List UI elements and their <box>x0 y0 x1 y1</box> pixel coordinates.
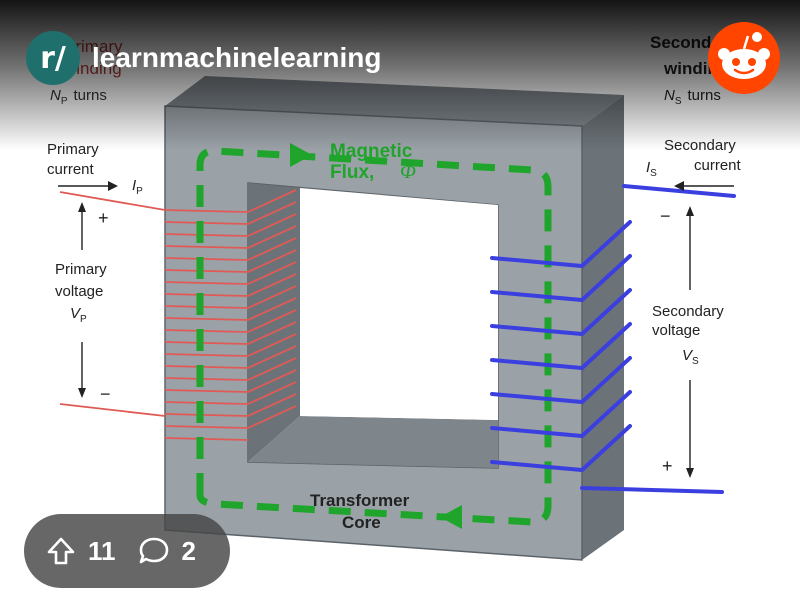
secondary-voltage-arrowhead-up <box>686 206 694 216</box>
core-window-opening <box>300 188 498 420</box>
primary-voltage-minus: − <box>100 384 111 404</box>
primary-current-symbol: IP <box>132 177 143 197</box>
primary-voltage-line2: voltage <box>55 283 103 300</box>
upvote-button[interactable]: 11 <box>46 536 116 567</box>
flux-symbol: Φ <box>400 159 416 183</box>
secondary-voltage-plus: + <box>662 456 673 476</box>
secondary-voltage-arrowhead-down <box>686 468 694 478</box>
primary-current-var: I <box>132 177 136 194</box>
secondary-voltage-line2: voltage <box>652 322 700 339</box>
secondary-current-line1: Secondary <box>664 137 736 154</box>
secondary-current-symbol: IS <box>646 159 657 179</box>
secondary-voltage-symbol: VS <box>682 347 699 367</box>
comment-icon <box>139 537 168 564</box>
secondary-coil <box>490 184 736 494</box>
magnetic-flux-loop <box>196 147 552 526</box>
community-name[interactable]: learnmachinelearning <box>92 42 382 73</box>
comments-button[interactable]: 2 <box>138 536 196 567</box>
primary-turns-var: N <box>50 87 61 104</box>
primary-voltage-var: V <box>70 305 82 322</box>
comment-count: 2 <box>181 535 196 566</box>
primary-current-arrow <box>58 181 118 191</box>
upvote-count: 11 <box>88 535 116 566</box>
flux-arrow-bottom <box>440 505 462 529</box>
community-avatar[interactable]: r/ <box>26 31 80 85</box>
primary-coil <box>59 189 297 441</box>
primary-voltage-arrowhead-down <box>78 388 86 398</box>
primary-voltage-sub: P <box>80 314 87 325</box>
reddit-logo-icon[interactable] <box>708 22 780 94</box>
secondary-voltage-minus: − <box>660 206 671 226</box>
upvote-icon <box>47 537 75 565</box>
primary-current-line2: current <box>47 161 95 178</box>
primary-voltage-arrowhead-up <box>78 202 86 212</box>
flux-label-line2: Flux, <box>330 162 374 183</box>
core-label-line2: Core <box>342 513 381 532</box>
secondary-voltage-var: V <box>682 347 694 364</box>
post-actions: 11 2 <box>24 514 230 588</box>
primary-turns-sub: P <box>61 96 68 107</box>
primary-voltage-plus: + <box>98 208 109 228</box>
secondary-current-var: I <box>646 159 650 176</box>
core-label-line1: Transformer <box>310 491 410 510</box>
secondary-current-sub: S <box>650 168 657 179</box>
secondary-turns-var: N <box>664 87 675 104</box>
primary-current-line1: Primary <box>47 141 99 158</box>
community-header[interactable]: r/ learnmachinelearning <box>26 30 381 86</box>
primary-turns-label: turns <box>74 87 107 104</box>
primary-current-sub: P <box>136 186 143 197</box>
secondary-current-arrow <box>674 181 734 191</box>
primary-voltage-symbol: VP <box>70 305 87 325</box>
secondary-current-line2: current <box>694 157 742 174</box>
core-window-bottom <box>248 416 498 468</box>
primary-voltage-line1: Primary <box>55 261 107 278</box>
core-window-depth <box>248 183 300 462</box>
secondary-voltage-line1: Secondary <box>652 303 724 320</box>
secondary-voltage-sub: S <box>692 356 699 367</box>
secondary-turns-sub: S <box>675 96 682 107</box>
